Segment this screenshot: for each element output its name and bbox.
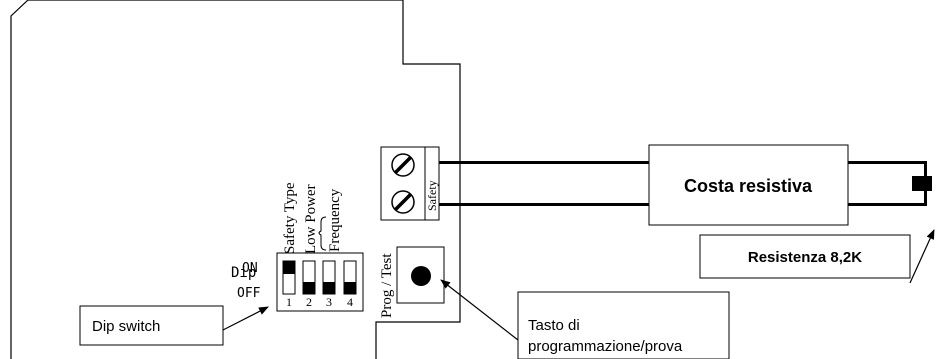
resistenza-arrow [909,229,935,284]
tasto-callout-box [517,291,730,359]
terminal-safety-label: Safety [425,180,439,211]
dip-switch-1-knob [283,261,295,274]
screw-terminal-1[interactable] [391,153,415,177]
dip-on-label: ON [242,261,258,276]
frequency-brace [318,216,327,251]
dip-switch-housing [276,252,364,312]
label-low-power: Low Power [303,184,319,254]
dip-switch-callout-label: Dip switch [92,318,160,335]
prog-test-button-cap [411,266,431,286]
dip-number-3: 3 [326,295,332,309]
control-board-outline [10,0,461,359]
dip-switch-2[interactable] [302,260,316,295]
label-frequency: Frequency [327,188,343,252]
dip-switch-arrow [222,306,269,331]
costa-resistiva-box [648,144,849,226]
dip-switch-callout-box [79,305,224,346]
dip-switch-4[interactable] [343,260,357,295]
dip-number-2: 2 [306,295,312,309]
resistenza-label: Resistenza 8,2K [748,249,862,266]
dip-switch-3[interactable] [322,260,336,295]
dip-number-4: 4 [347,295,353,309]
dip-number-1: 1 [286,295,292,309]
wires [439,161,932,206]
costa-resistiva-label: Costa resistiva [684,176,813,196]
dip-switch-block: Dip ON OFF 1 2 3 4 [231,252,364,312]
prog-test-button[interactable] [396,246,445,304]
terminal-label-strip [424,146,440,221]
resistor-body [912,176,932,191]
dip-switch-3-knob [323,282,335,294]
tasto-arrow [440,279,519,341]
label-safety-type: Safety Type [282,182,298,254]
dip-switch-2-knob [303,282,315,294]
tasto-label-line1: Tasto di [528,317,580,334]
terminal-block [380,146,426,221]
tasto-label-line2: programmazione/prova [528,338,683,355]
dip-switch-1[interactable] [282,260,296,295]
prog-test-label: Prog / Test [379,253,395,318]
dip-switch-4-knob [344,282,356,294]
dip-off-label: OFF [237,286,261,301]
screw-terminal-2[interactable] [391,190,415,214]
resistenza-callout-box [699,234,911,279]
dip-title: Dip [231,265,256,281]
